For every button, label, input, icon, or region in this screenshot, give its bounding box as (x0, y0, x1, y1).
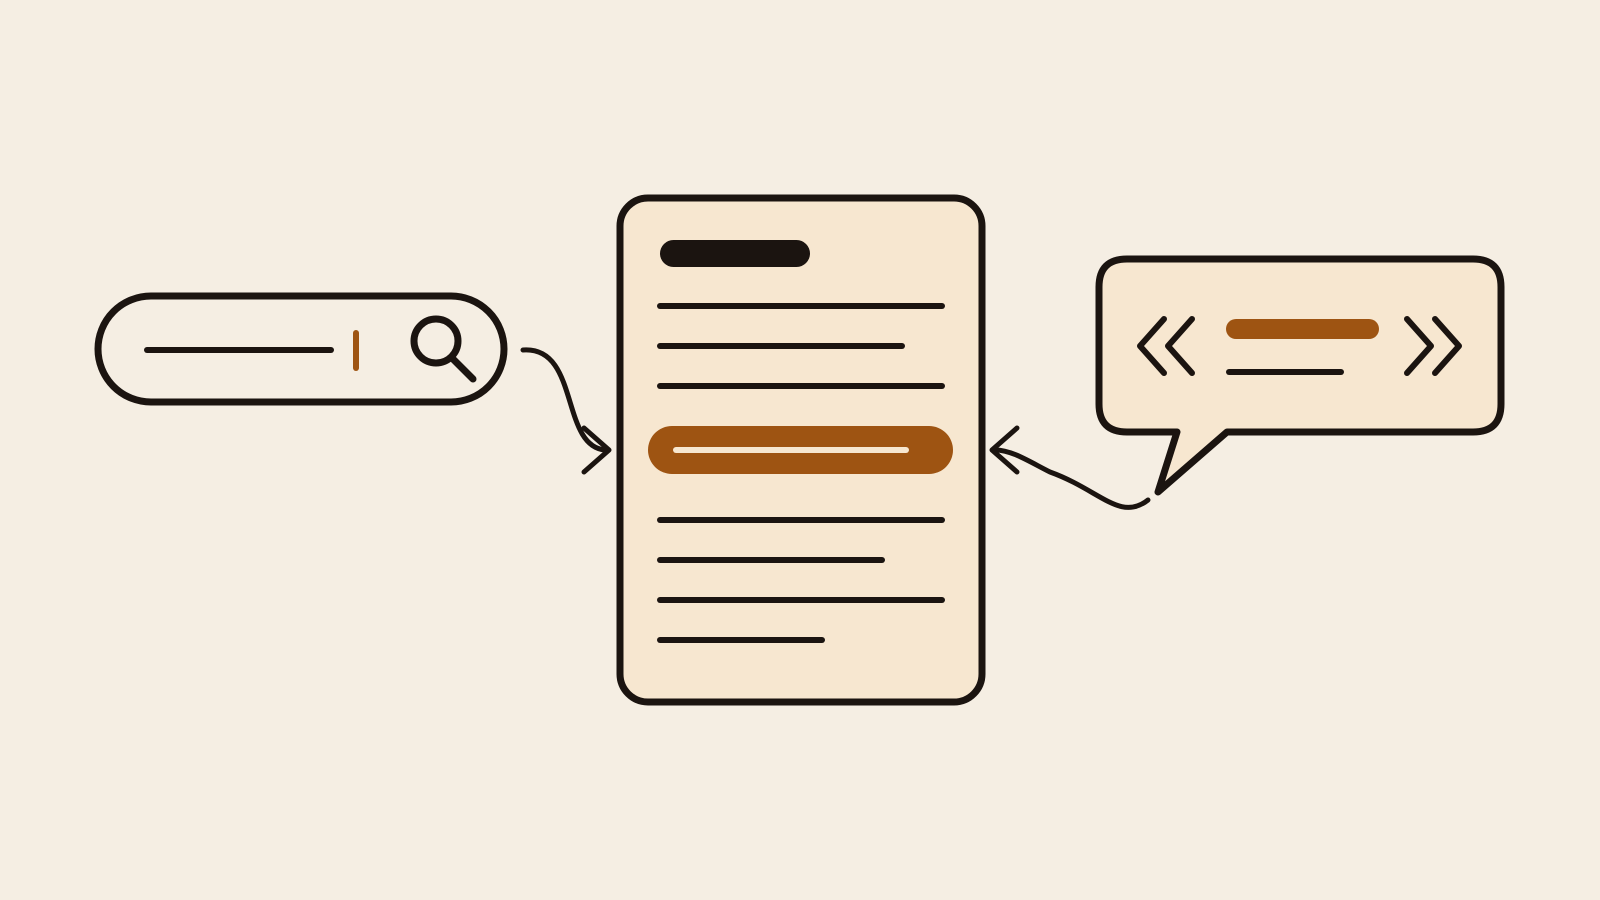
document-highlighted-line (648, 426, 953, 474)
magnifier-handle (448, 354, 477, 383)
magnifier-lens (410, 315, 462, 367)
search-bar (94, 292, 508, 406)
arrow-path-left (520, 347, 608, 453)
speech-bubble (1095, 255, 1505, 496)
arrowhead-right (989, 425, 1020, 475)
document-title-bar (660, 240, 810, 267)
curved-arrow-right-icon (989, 425, 1151, 510)
double-chevron-right-icon (1404, 316, 1462, 376)
speech-bubble-outline (1095, 255, 1505, 496)
magnifier-icon (410, 315, 477, 383)
double-chevron-left-icon (1137, 316, 1195, 376)
document-card (616, 194, 986, 706)
curved-arrow-left-icon (520, 347, 612, 475)
arrowhead-left (581, 425, 612, 475)
arrow-path-right (992, 447, 1151, 510)
